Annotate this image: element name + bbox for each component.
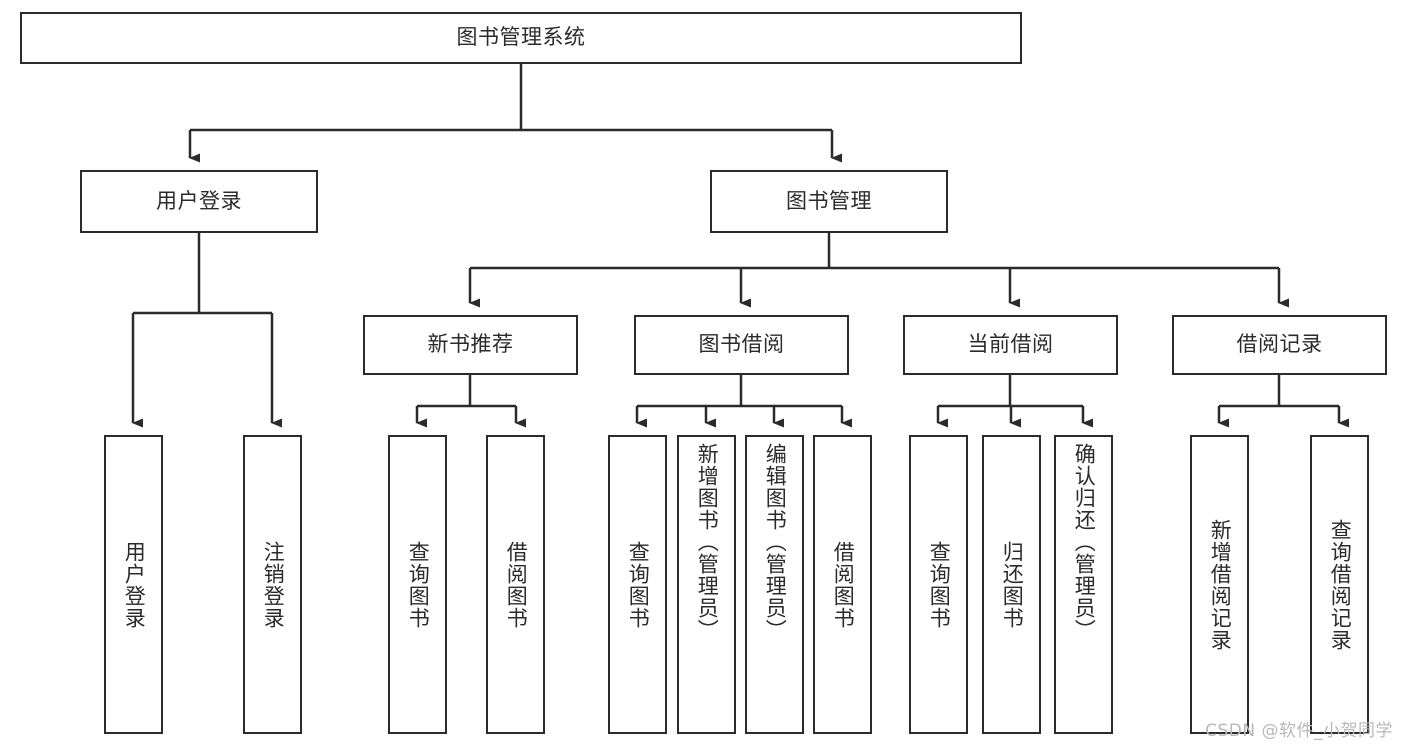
leaf-add-book-admin-label: 新增图书（管理员）: [695, 443, 720, 641]
node-book-management-label: 图书管理: [786, 188, 872, 213]
node-root-label: 图书管理系统: [456, 25, 586, 50]
leaf-query-book-current[interactable]: 查询图书: [909, 435, 968, 734]
node-user-login-label: 用户登录: [156, 188, 242, 213]
leaf-edit-book-admin[interactable]: 编辑图书（管理员）: [745, 435, 804, 734]
node-user-login[interactable]: 用户登录: [80, 170, 318, 233]
leaf-add-borrow-record[interactable]: 新增借阅记录: [1190, 435, 1249, 734]
leaf-query-book-borrow-label: 查询图书: [626, 540, 651, 629]
leaf-user-login-label: 用户登录: [122, 540, 147, 629]
leaf-borrow-book-label: 借阅图书: [831, 540, 856, 629]
node-borrow-record[interactable]: 借阅记录: [1172, 315, 1387, 375]
leaf-query-book-borrow[interactable]: 查询图书: [608, 435, 667, 734]
leaf-add-book-admin[interactable]: 新增图书（管理员）: [677, 435, 736, 734]
node-current-borrow-label: 当前借阅: [967, 332, 1054, 357]
node-new-book-recommend-label: 新书推荐: [427, 332, 514, 357]
leaf-confirm-return-admin[interactable]: 确认归还（管理员）: [1054, 435, 1113, 734]
node-book-borrow-label: 图书借阅: [698, 332, 785, 357]
node-new-book-recommend[interactable]: 新书推荐: [363, 315, 578, 375]
leaf-edit-book-admin-label: 编辑图书（管理员）: [763, 443, 788, 641]
leaf-add-borrow-record-label: 新增借阅记录: [1208, 518, 1233, 651]
node-borrow-record-label: 借阅记录: [1236, 332, 1323, 357]
node-current-borrow[interactable]: 当前借阅: [903, 315, 1118, 375]
leaf-user-login[interactable]: 用户登录: [104, 435, 163, 734]
leaf-borrow-book-recommend-label: 借阅图书: [504, 540, 529, 629]
leaf-query-book-recommend-label: 查询图书: [406, 540, 431, 629]
leaf-logout-label: 注销登录: [261, 540, 286, 629]
leaf-query-borrow-record-label: 查询借阅记录: [1328, 518, 1353, 651]
leaf-borrow-book-recommend[interactable]: 借阅图书: [486, 435, 545, 734]
leaf-return-book-label: 归还图书: [1000, 540, 1025, 629]
leaf-query-borrow-record[interactable]: 查询借阅记录: [1310, 435, 1369, 734]
leaf-query-book-current-label: 查询图书: [927, 540, 952, 629]
leaf-return-book[interactable]: 归还图书: [982, 435, 1041, 734]
leaf-borrow-book[interactable]: 借阅图书: [813, 435, 872, 734]
node-root[interactable]: 图书管理系统: [20, 12, 1022, 64]
node-book-management[interactable]: 图书管理: [710, 170, 948, 233]
leaf-logout[interactable]: 注销登录: [243, 435, 302, 734]
leaf-confirm-return-admin-label: 确认归还（管理员）: [1072, 443, 1097, 641]
leaf-query-book-recommend[interactable]: 查询图书: [388, 435, 447, 734]
node-book-borrow[interactable]: 图书借阅: [634, 315, 849, 375]
